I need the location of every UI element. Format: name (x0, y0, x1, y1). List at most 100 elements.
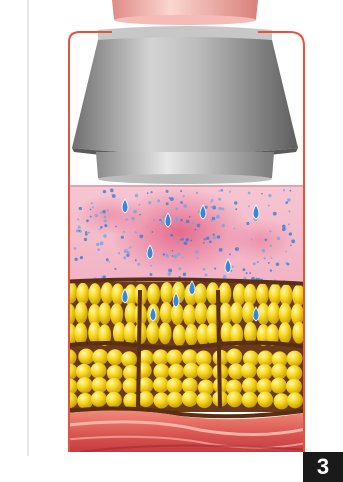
droplet-dot (276, 263, 279, 266)
droplet-dot (111, 194, 113, 196)
droplet-dot (97, 248, 100, 251)
fat-cell (257, 391, 273, 407)
droplet-dot (104, 224, 107, 227)
droplet-dot (180, 219, 183, 222)
droplet-dot (166, 190, 169, 193)
droplet-dot (135, 259, 137, 261)
droplet-dot (218, 198, 221, 201)
fat-cell (230, 302, 243, 324)
droplet-dot (268, 205, 270, 207)
droplet-dot (216, 215, 220, 219)
droplet-dot (283, 189, 285, 191)
droplet-dot (153, 219, 155, 221)
fat-cell (77, 377, 93, 393)
droplet-dot (85, 231, 87, 233)
droplet-dot (192, 222, 194, 224)
droplet-dot (166, 202, 169, 205)
fat-cell (74, 323, 87, 345)
fat-cell (167, 378, 183, 394)
fat-cell (146, 322, 159, 344)
droplet-dot (210, 201, 212, 203)
droplet-dot (246, 222, 249, 225)
droplet-dot (102, 210, 105, 213)
droplet-dot (287, 263, 290, 266)
droplet-dot (78, 230, 80, 232)
droplet-dot (212, 217, 215, 220)
droplet-dot (270, 269, 272, 271)
droplet-dot (251, 239, 253, 241)
droplet-dot (100, 212, 102, 214)
epidermis-layer (60, 186, 310, 286)
fat-cell (242, 392, 258, 408)
droplet-dot (218, 190, 220, 192)
droplet-dot (212, 206, 216, 210)
droplet-dot (246, 272, 248, 274)
droplet-dot (264, 257, 266, 259)
droplet-dot (196, 192, 198, 194)
droplet-dot (285, 251, 287, 253)
droplet-dot (204, 273, 207, 276)
fat-cell (279, 303, 292, 325)
droplet-dot (129, 247, 131, 249)
droplet-dot (104, 216, 107, 219)
fat-cell (106, 378, 122, 394)
droplet-dot (115, 226, 117, 228)
fat-cell (185, 324, 198, 346)
droplet-dot (178, 267, 181, 270)
droplet-dot (92, 206, 94, 208)
droplet-dot (172, 250, 174, 252)
droplet-dot (173, 255, 177, 259)
droplet-dot (86, 219, 89, 222)
droplet-dot (269, 230, 271, 232)
droplet-dot (183, 273, 186, 276)
droplet-dot (80, 256, 83, 259)
droplet-dot (257, 261, 259, 263)
fat-cell (242, 378, 258, 394)
droplet-dot (161, 221, 164, 224)
droplet-dot (176, 218, 179, 221)
droplet-dot (210, 206, 212, 208)
droplet-dot (166, 254, 168, 256)
droplet-dot (168, 272, 171, 275)
fat-cell (147, 283, 160, 305)
droplet-dot (177, 253, 180, 256)
droplet-dot (180, 190, 182, 192)
droplet-dot (163, 253, 165, 255)
droplet-dot (149, 273, 152, 276)
droplet-dot (223, 275, 227, 279)
droplet-dot (103, 275, 106, 278)
droplet-dot (131, 217, 134, 220)
droplet-dot (124, 249, 128, 253)
muscle-layer (60, 410, 310, 460)
droplet-dot (288, 210, 290, 212)
droplet-dot (150, 265, 152, 267)
fat-cell (287, 392, 303, 408)
droplet-dot (277, 237, 281, 241)
fat-cell (91, 377, 107, 393)
droplet-dot (168, 269, 172, 273)
fat-cell (182, 391, 198, 407)
droplet-dot (125, 218, 127, 220)
droplet-dot (137, 263, 140, 266)
droplet-dot (229, 253, 231, 255)
fat-cell (171, 303, 184, 325)
droplet-dot (290, 245, 292, 247)
fat-cell (241, 363, 257, 379)
droplet-dot (121, 236, 124, 239)
droplet-dot (170, 197, 174, 201)
fat-cell (244, 322, 257, 344)
fat-cell (64, 282, 77, 304)
fat-cell (287, 351, 303, 367)
droplet-dot (78, 226, 81, 229)
droplet-dot (107, 209, 109, 211)
droplet-dot (118, 252, 120, 254)
fat-cell (153, 349, 169, 365)
fat-cell (271, 363, 287, 379)
droplet-dot (91, 202, 93, 204)
fat-cell (77, 393, 93, 409)
droplet-dot (139, 204, 141, 206)
droplet-dot (213, 233, 215, 235)
droplet-dot (189, 216, 191, 218)
droplet-dot (159, 219, 161, 221)
fat-cell (98, 302, 111, 324)
